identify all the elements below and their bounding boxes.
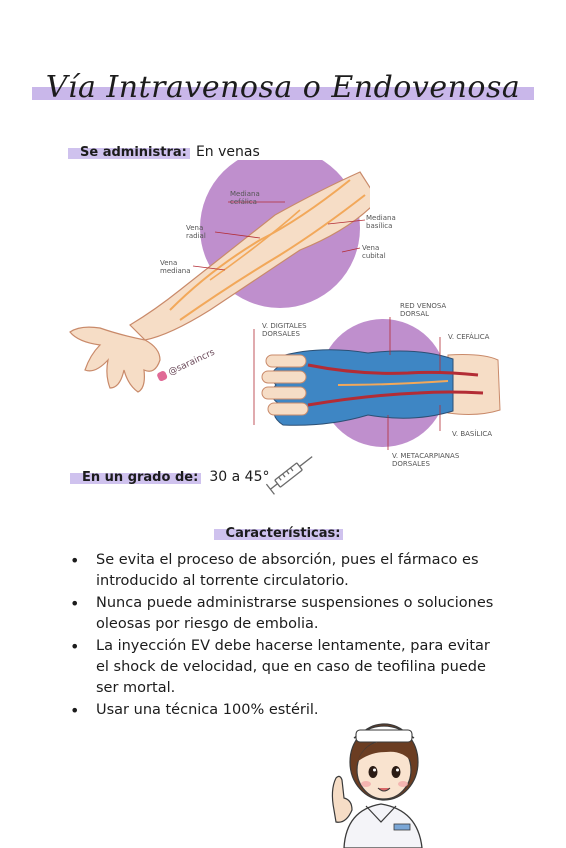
finger-1 [265,354,307,368]
hand-shape [69,326,161,393]
finger-3 [261,386,307,400]
leader-vena-mediana [192,265,226,271]
finger-4 [267,402,309,416]
vein-cefalica [169,179,351,311]
administra-label: Se administra: [80,145,187,160]
nurse-hand [331,775,353,823]
list-item: La inyección EV debe hacerse lentamente,… [66,636,506,699]
finger-2 [261,370,307,384]
page-title: Vía Intravenosa o Endovenosa [31,70,534,105]
grado-label: En un grado de: [82,470,199,485]
hand-veins-illustration [253,317,501,450]
caracteristicas-heading: Características: [225,526,341,541]
grado-value: 30 a 45° [209,469,270,485]
label-basilica: V. BASÍLICA [452,430,493,438]
administra-row: Se administra: En venas [80,141,260,160]
hand-vein-red-2 [307,390,484,407]
leader-vena-radial [214,231,261,239]
list-item: Se evita el proceso de absorción, pues e… [66,550,506,592]
list-item: Nunca puede administrarse suspensiones o… [66,593,506,635]
hand-vein-orange [337,380,449,386]
administra-value: En venas [195,144,260,160]
vein-basilica [179,194,366,321]
nurse-eye-left [368,766,378,778]
list-item: Usar una técnica 100% estéril. [66,700,506,721]
label-cefalica: V. CEFÁLICA [448,333,490,341]
vein-mediana [209,209,301,281]
wrist-shape [447,354,501,415]
nurse-badge [393,823,411,831]
arm-illustration [69,160,370,393]
leader-vena-cubital [341,247,361,253]
syringe-icon [265,456,313,495]
leader-mediana-basilica [327,219,366,225]
hand-vein-red-1 [307,363,479,377]
caracteristicas-heading-wrap: Características: [0,522,566,541]
page-title-wrap: Vía Intravenosa o Endovenosa [0,70,566,105]
grado-row: En un grado de: 30 a 45° [82,466,269,485]
nurse-illustration [331,723,423,848]
nurse-eye-right [391,766,401,778]
caracteristicas-list: Se evita el proceso de absorción, pues e… [66,550,506,722]
nurse-uniform [343,803,423,848]
